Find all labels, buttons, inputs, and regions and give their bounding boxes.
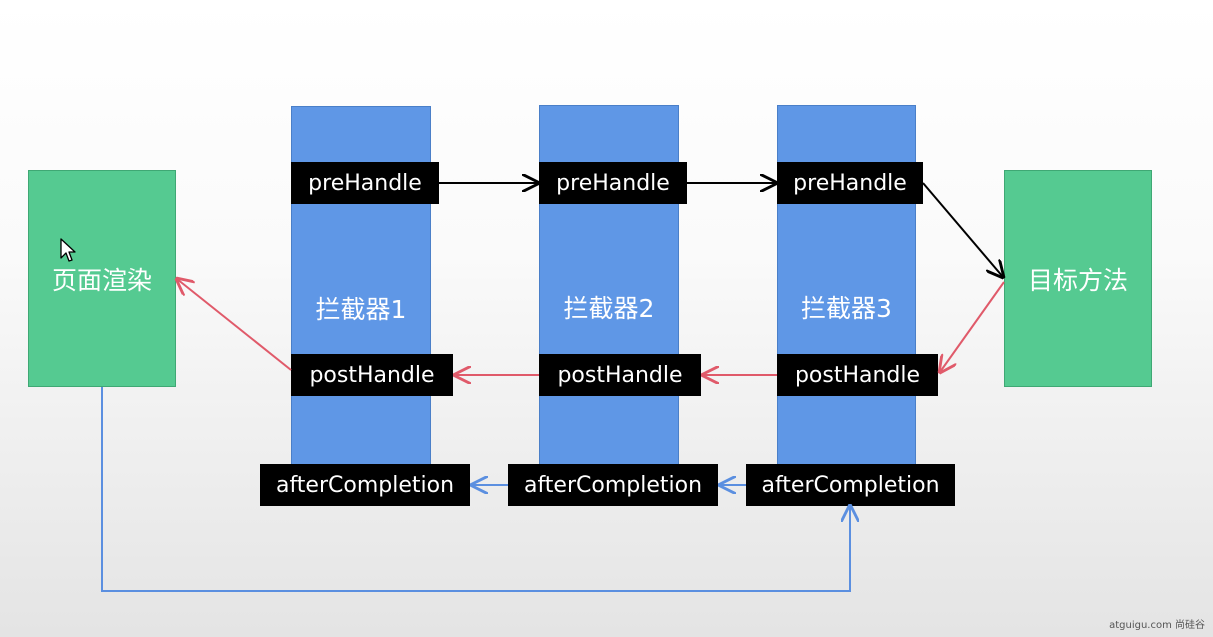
interceptor-2-label: 拦截器2 <box>563 294 655 323</box>
interceptor-1-label: 拦截器1 <box>315 295 407 324</box>
prehandle-2-tag: preHandle <box>539 162 687 204</box>
mouse-pointer-icon <box>60 238 76 262</box>
arrow-post-1-to-render <box>177 279 292 371</box>
arrow-render-to-after-3 <box>101 387 850 592</box>
arrow-target-to-post-3 <box>940 281 1005 372</box>
posthandle-2-tag: postHandle <box>539 354 701 396</box>
arrow-pre-3-to-target <box>922 182 1003 277</box>
posthandle-3-tag: postHandle <box>777 354 938 396</box>
prehandle-1-tag: preHandle <box>291 162 439 204</box>
posthandle-1-tag: postHandle <box>291 354 453 396</box>
target-method-label: 目标方法 <box>1027 265 1128 295</box>
render-box: 页面渲染 <box>28 170 176 387</box>
prehandle-3-tag: preHandle <box>777 162 923 204</box>
target-method-box: 目标方法 <box>1004 170 1152 387</box>
aftercompletion-3-tag: afterCompletion <box>746 464 955 506</box>
aftercompletion-2-tag: afterCompletion <box>508 464 718 506</box>
aftercompletion-1-tag: afterCompletion <box>260 464 470 506</box>
watermark: atguigu.com 尚硅谷 <box>1109 620 1205 631</box>
render-box-label: 页面渲染 <box>51 265 152 295</box>
interceptor-3-label: 拦截器3 <box>801 294 892 323</box>
